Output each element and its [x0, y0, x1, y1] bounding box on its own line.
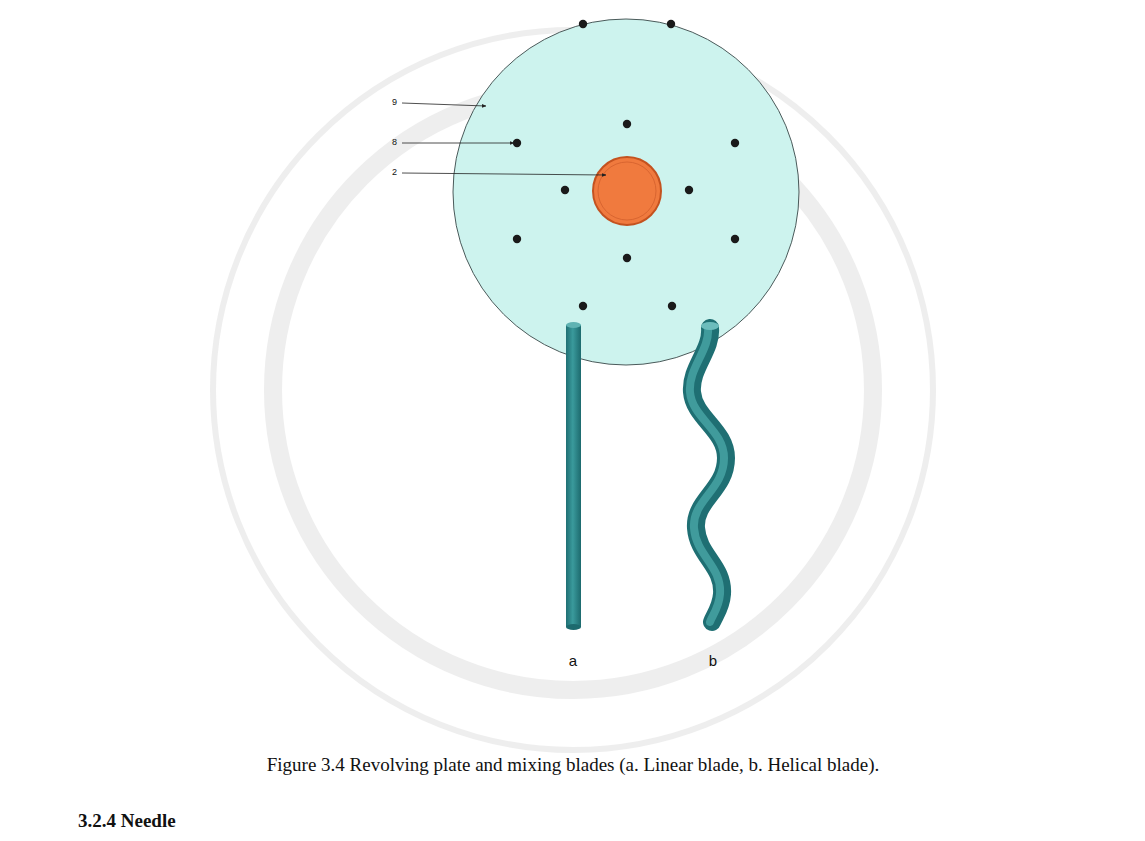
blade-hole [579, 20, 587, 28]
blade-hole [731, 139, 739, 147]
blade-hole [623, 120, 631, 128]
callout-number: 9 [392, 97, 397, 108]
blade-hole [579, 302, 587, 310]
blade-hole [668, 302, 676, 310]
blade-label: a [569, 652, 577, 670]
blade-hole [667, 20, 675, 28]
leader-lines [402, 103, 606, 175]
blade-hole [623, 254, 631, 262]
revolving-plate [453, 19, 799, 365]
helical-blade [690, 322, 726, 622]
central-shaft-rim [598, 162, 656, 220]
central-shaft [593, 157, 661, 225]
blade-hole [561, 186, 569, 194]
blade-label: b [709, 652, 717, 670]
blade-hole [731, 235, 739, 243]
blade-hole [685, 186, 693, 194]
blade-hole [513, 139, 521, 147]
section-heading: 3.2.4 Needle [78, 810, 176, 832]
linear-blade [566, 322, 581, 630]
blade-hole [513, 235, 521, 243]
figure-caption: Figure 3.4 Revolving plate and mixing bl… [267, 754, 880, 776]
callout-number: 8 [392, 137, 397, 148]
callout-number: 2 [392, 167, 397, 178]
blade-holes [513, 20, 739, 310]
